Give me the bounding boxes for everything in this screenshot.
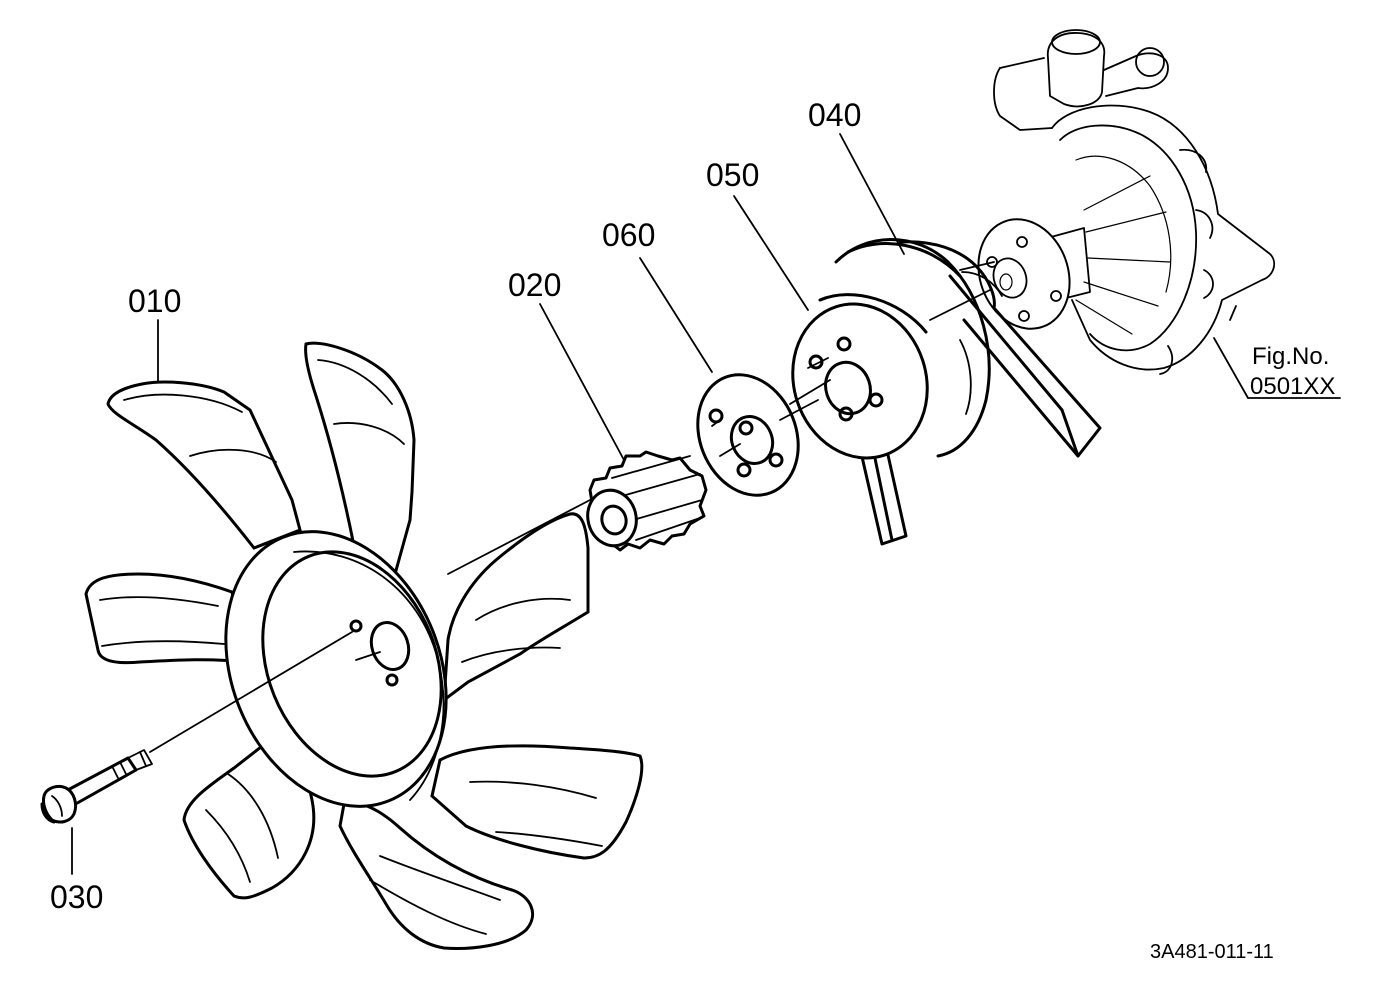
part-label-010: 010	[128, 283, 181, 319]
leader-lines	[71, 133, 1341, 875]
fan-icon	[84, 341, 644, 950]
water-pump-icon	[977, 29, 1276, 375]
flange-icon	[696, 373, 800, 497]
figure-reference-line1: Fig.No.	[1252, 343, 1329, 370]
assembly-axis-lines	[149, 261, 995, 753]
bolt-icon	[40, 749, 153, 824]
part-label-060: 060	[602, 217, 655, 253]
drawing-number: 3A481-011-11	[1150, 941, 1274, 963]
spacer-icon	[586, 450, 708, 552]
part-label-040: 040	[808, 97, 861, 133]
figure-reference-line2: 0501XX	[1250, 373, 1335, 400]
part-label-020: 020	[508, 267, 561, 303]
pulley-icon	[791, 238, 991, 460]
part-label-030: 030	[50, 879, 103, 915]
part-label-050: 050	[706, 157, 759, 193]
